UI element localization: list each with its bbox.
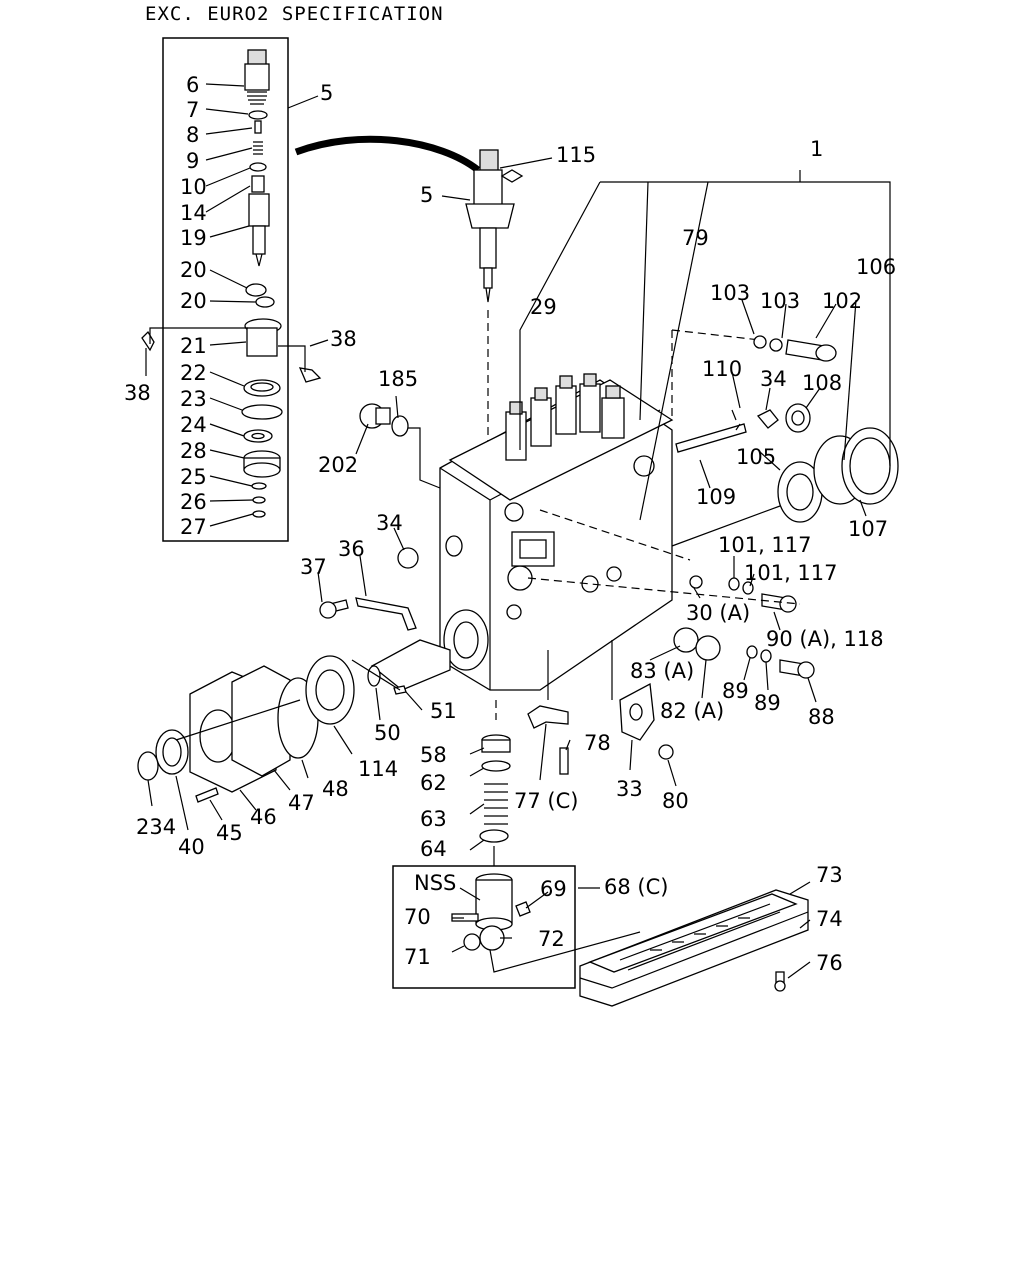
callout-64: 64: [420, 837, 447, 861]
callout-9: 9: [186, 149, 199, 173]
callout-69: 69: [540, 877, 567, 901]
callout-30a: 30 (A): [686, 601, 750, 625]
callout-185: 185: [378, 367, 418, 391]
callout-51: 51: [430, 699, 457, 723]
callout-68c: 68 (C): [604, 875, 668, 899]
fuel-pipe: [294, 135, 481, 173]
callout-26: 26: [180, 490, 207, 514]
callout-1: 1: [810, 137, 823, 161]
callout-25: 25: [180, 465, 207, 489]
injector-inset-box: [162, 37, 289, 542]
callout-103b: 103: [760, 289, 800, 313]
callout-88: 88: [808, 705, 835, 729]
callout-107: 107: [848, 517, 888, 541]
callout-38-right: 38: [330, 327, 357, 351]
inset-leaders: [145, 83, 329, 527]
callout-79: 79: [682, 226, 709, 250]
callout-115: 115: [556, 143, 596, 167]
callout-47: 47: [288, 791, 315, 815]
callout-78: 78: [584, 731, 611, 755]
callout-28: 28: [180, 439, 207, 463]
tappet-parts: [479, 640, 674, 843]
callout-50: 50: [374, 721, 401, 745]
callout-110: 110: [702, 357, 742, 381]
callout-114: 114: [358, 757, 398, 781]
callout-19: 19: [180, 226, 207, 250]
callout-82a: 82 (A): [660, 699, 724, 723]
callout-77c: 77 (C): [514, 789, 578, 813]
callout-105: 105: [736, 445, 776, 469]
oil-pan-cover: [579, 889, 809, 1007]
nss-inset-box: [392, 865, 576, 989]
callout-71: 71: [404, 945, 431, 969]
callout-34-top: 34: [760, 367, 787, 391]
callout-80: 80: [662, 789, 689, 813]
callout-234: 234: [136, 815, 176, 839]
callout-101-117-b: 101, 117: [744, 561, 838, 585]
callout-102: 102: [822, 289, 862, 313]
callout-90a-118: 90 (A), 118: [766, 627, 884, 651]
delivery-valve-holders: [505, 373, 625, 461]
callout-76: 76: [816, 951, 843, 975]
callout-45: 45: [216, 821, 243, 845]
callout-14: 14: [180, 201, 207, 225]
callout-58: 58: [420, 743, 447, 767]
callout-106: 106: [856, 255, 896, 279]
callout-20a: 20: [180, 258, 207, 282]
callout-73: 73: [816, 863, 843, 887]
top-right-fittings: [731, 335, 899, 523]
callout-62: 62: [420, 771, 447, 795]
main-leaders: [147, 157, 867, 979]
callout-20b: 20: [180, 289, 207, 313]
callout-74: 74: [816, 907, 843, 931]
callout-89a: 89: [722, 679, 749, 703]
callout-109: 109: [696, 485, 736, 509]
callout-22: 22: [180, 361, 207, 385]
callout-40: 40: [178, 835, 205, 859]
callout-21: 21: [180, 334, 207, 358]
callout-10: 10: [180, 175, 207, 199]
callout-70: 70: [404, 905, 431, 929]
callout-89b: 89: [754, 691, 781, 715]
callout-103a: 103: [710, 281, 750, 305]
callout-46: 46: [250, 805, 277, 829]
callout-23: 23: [180, 387, 207, 411]
callout-29: 29: [530, 295, 557, 319]
diagram-title: EXC. EURO2 SPECIFICATION: [145, 3, 444, 25]
callout-6: 6: [186, 73, 199, 97]
right-middle-fittings: [527, 505, 815, 679]
callout-8: 8: [186, 123, 199, 147]
injector-parts-stack: [141, 49, 322, 518]
part-callouts: 6 7 8 9 10 14 19 20 20 21 22 23 24 28 25…: [124, 73, 896, 975]
callout-202: 202: [318, 453, 358, 477]
pump-left-parts: [137, 403, 463, 803]
callout-37: 37: [300, 555, 327, 579]
callout-83a: 83 (A): [630, 659, 694, 683]
callout-34-left: 34: [376, 511, 403, 535]
callout-33: 33: [616, 777, 643, 801]
callout-101-117-a: 101, 117: [718, 533, 812, 557]
callout-nss: NSS: [414, 871, 456, 895]
callout-36: 36: [338, 537, 365, 561]
callout-48: 48: [322, 777, 349, 801]
callout-5-inset: 5: [320, 81, 333, 105]
injection-pump-body: [367, 149, 761, 691]
assembly-bracket: [519, 170, 891, 521]
nss-parts: [451, 846, 641, 973]
callout-38-left: 38: [124, 381, 151, 405]
callout-72: 72: [538, 927, 565, 951]
callout-24: 24: [180, 413, 207, 437]
callout-27: 27: [180, 515, 207, 539]
callout-108: 108: [802, 371, 842, 395]
callout-7: 7: [186, 98, 199, 122]
callout-5-main: 5: [420, 183, 433, 207]
callout-63: 63: [420, 807, 447, 831]
